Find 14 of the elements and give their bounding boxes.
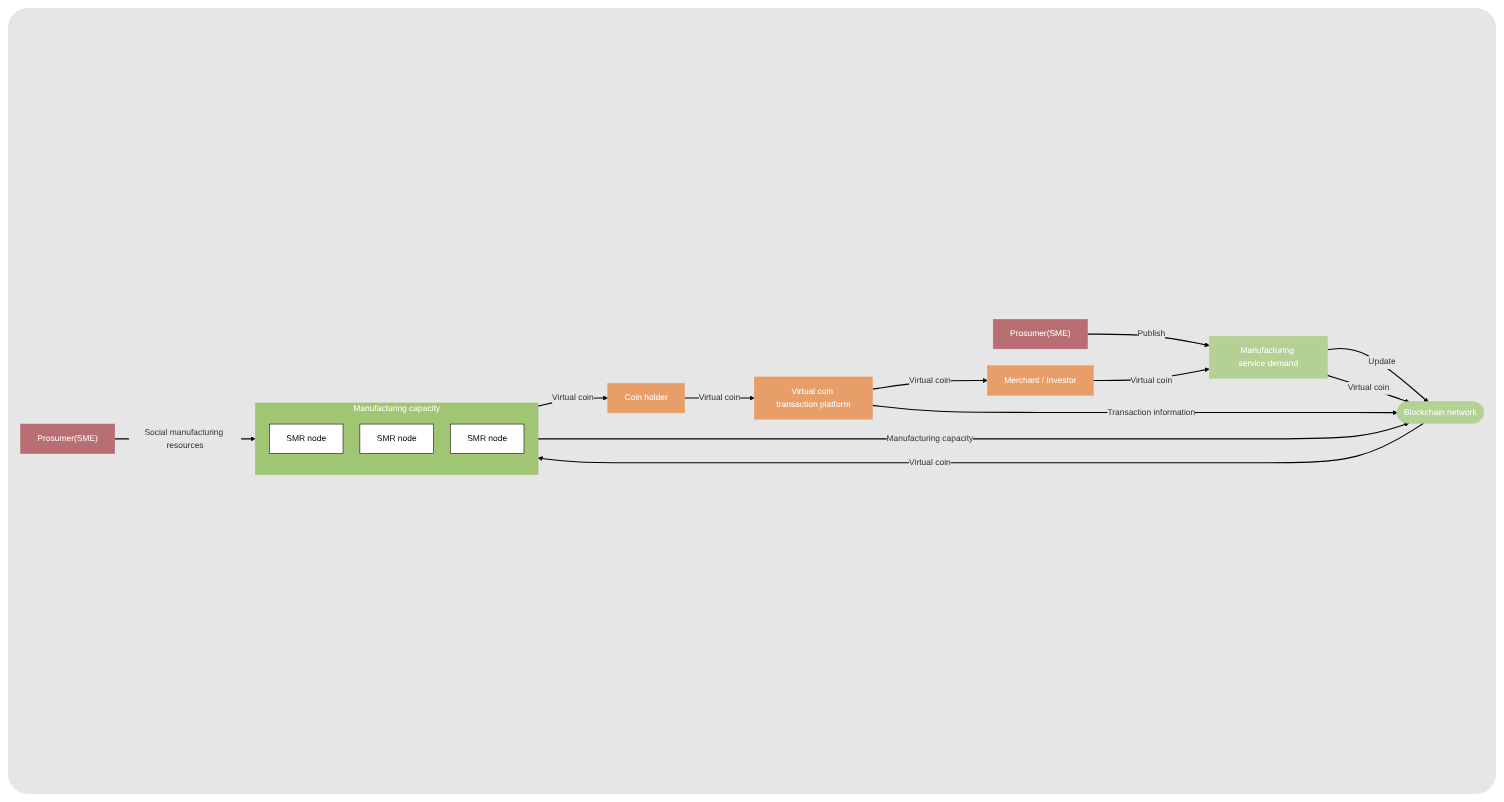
arrow — [1326, 346, 1429, 402]
node-box — [269, 422, 344, 453]
arrow — [1326, 373, 1410, 403]
node-box — [607, 382, 685, 413]
node-box — [359, 422, 434, 453]
node-box — [987, 364, 1094, 395]
arrow — [537, 421, 1425, 463]
cluster — [255, 401, 539, 474]
node-box — [992, 318, 1088, 349]
node-box — [20, 422, 115, 453]
arrow — [537, 421, 1410, 439]
node-box — [1209, 334, 1328, 378]
node-box — [450, 422, 525, 453]
node-box — [754, 375, 873, 419]
